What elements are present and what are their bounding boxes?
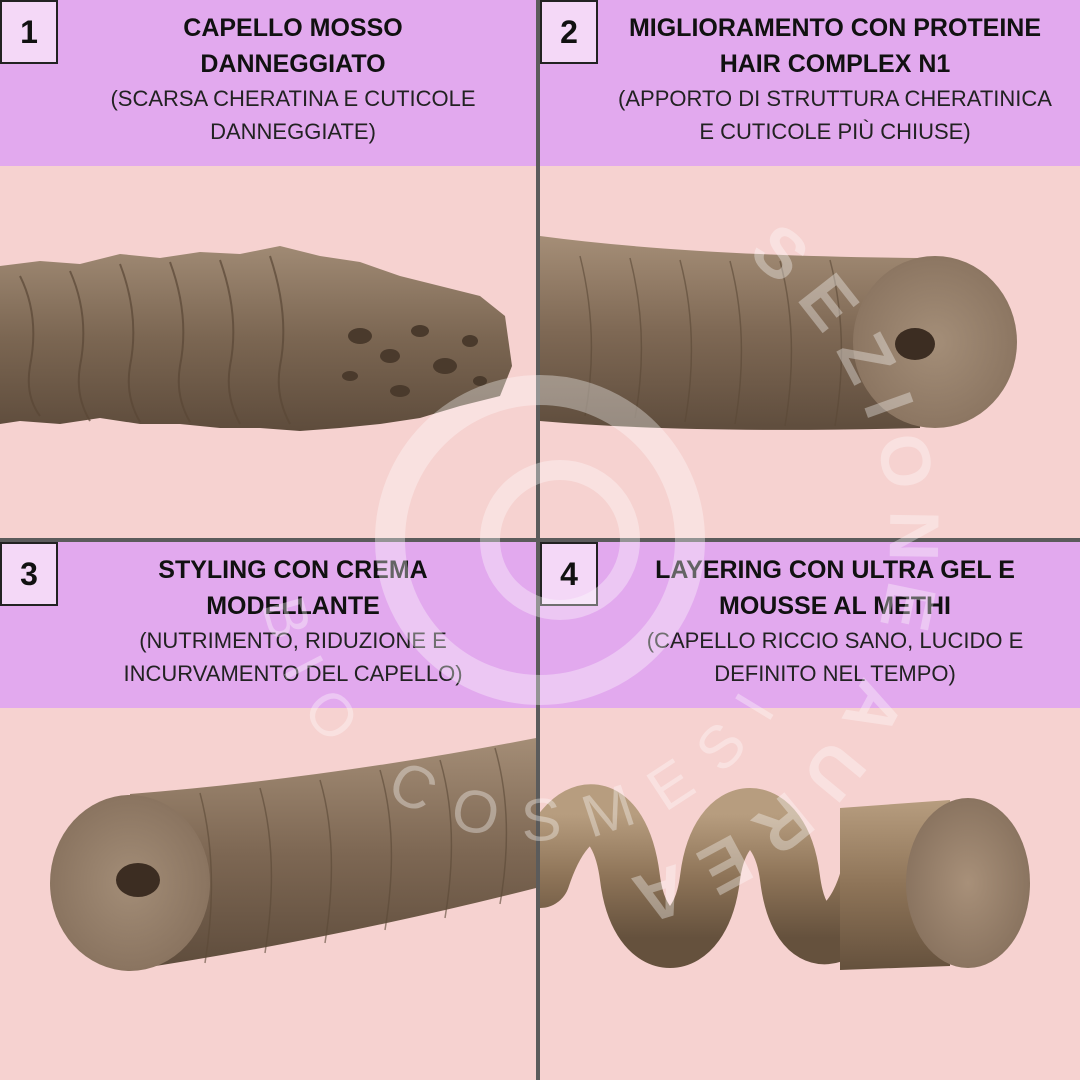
panel-3-title-line2: MODELLANTE [206, 592, 380, 620]
panel-4-subtitle-line1: (CAPELLO RICCIO SANO, LUCIDO E [646, 628, 1024, 653]
panel-4: 4 LAYERING CON ULTRA GEL E MOUSSE AL MET… [540, 542, 1080, 1080]
panel-2-number: 2 [540, 0, 598, 64]
curly-hair-image [540, 784, 1030, 970]
panel-4-title-line1: LAYERING CON ULTRA GEL E [655, 556, 1015, 584]
panel-4-number: 4 [540, 542, 598, 606]
panel-3-title: STYLING CON CREMA MODELLANTE (NUTRIMENTO… [60, 552, 526, 690]
panel-1: 1 CAPELLO MOSSO DANNEGGIATO (SCARSA CHER… [0, 0, 536, 538]
panel-3-subtitle-line1: (NUTRIMENTO, RIDUZIONE E [139, 628, 447, 653]
panel-1-header: 1 CAPELLO MOSSO DANNEGGIATO (SCARSA CHER… [0, 0, 536, 166]
panel-4-title-line2: MOUSSE AL METHI [719, 592, 951, 620]
panel-2-subtitle-line1: (APPORTO DI STRUTTURA CHERATINICA [618, 86, 1052, 111]
panel-2-subtitle-line2: E CUTICOLE PIÙ CHIUSE) [699, 119, 971, 144]
panel-3-number: 3 [0, 542, 58, 606]
panel-3: 3 STYLING CON CREMA MODELLANTE (NUTRIMEN… [0, 542, 536, 1080]
panel-1-title: CAPELLO MOSSO DANNEGGIATO (SCARSA CHERAT… [60, 10, 526, 148]
panel-2-title-line1: MIGLIORAMENTO CON PROTEINE [628, 14, 1042, 42]
panel-2-header: 2 MIGLIORAMENTO CON PROTEINE HAIR COMPLE… [540, 0, 1080, 166]
panel-1-number: 1 [0, 0, 58, 64]
panel-3-header: 3 STYLING CON CREMA MODELLANTE (NUTRIMEN… [0, 542, 536, 708]
panel-3-subtitle-line2: INCURVAMENTO DEL CAPELLO) [123, 661, 463, 686]
panel-1-title-line2: DANNEGGIATO [200, 50, 386, 78]
panel-1-subtitle-line2: DANNEGGIATE) [210, 119, 376, 144]
panel-2-title-line2: HAIR COMPLEX N1 [719, 50, 951, 78]
panel-4-title: LAYERING CON ULTRA GEL E MOUSSE AL METHI… [600, 552, 1070, 690]
panel-1-title-line1: CAPELLO MOSSO [183, 14, 403, 42]
panel-4-header: 4 LAYERING CON ULTRA GEL E MOUSSE AL MET… [540, 542, 1080, 708]
panel-3-title-line1: STYLING CON CREMA [158, 556, 428, 584]
panel-2-title: MIGLIORAMENTO CON PROTEINE HAIR COMPLEX … [600, 10, 1070, 148]
styled-hair-image [50, 738, 536, 971]
protein-improved-hair-image [540, 236, 1017, 430]
panel-2: 2 MIGLIORAMENTO CON PROTEINE HAIR COMPLE… [540, 0, 1080, 538]
panel-4-subtitle-line2: DEFINITO NEL TEMPO) [714, 661, 956, 686]
damaged-hair-image [0, 246, 512, 431]
panel-1-subtitle-line1: (SCARSA CHERATINA E CUTICOLE [110, 86, 476, 111]
